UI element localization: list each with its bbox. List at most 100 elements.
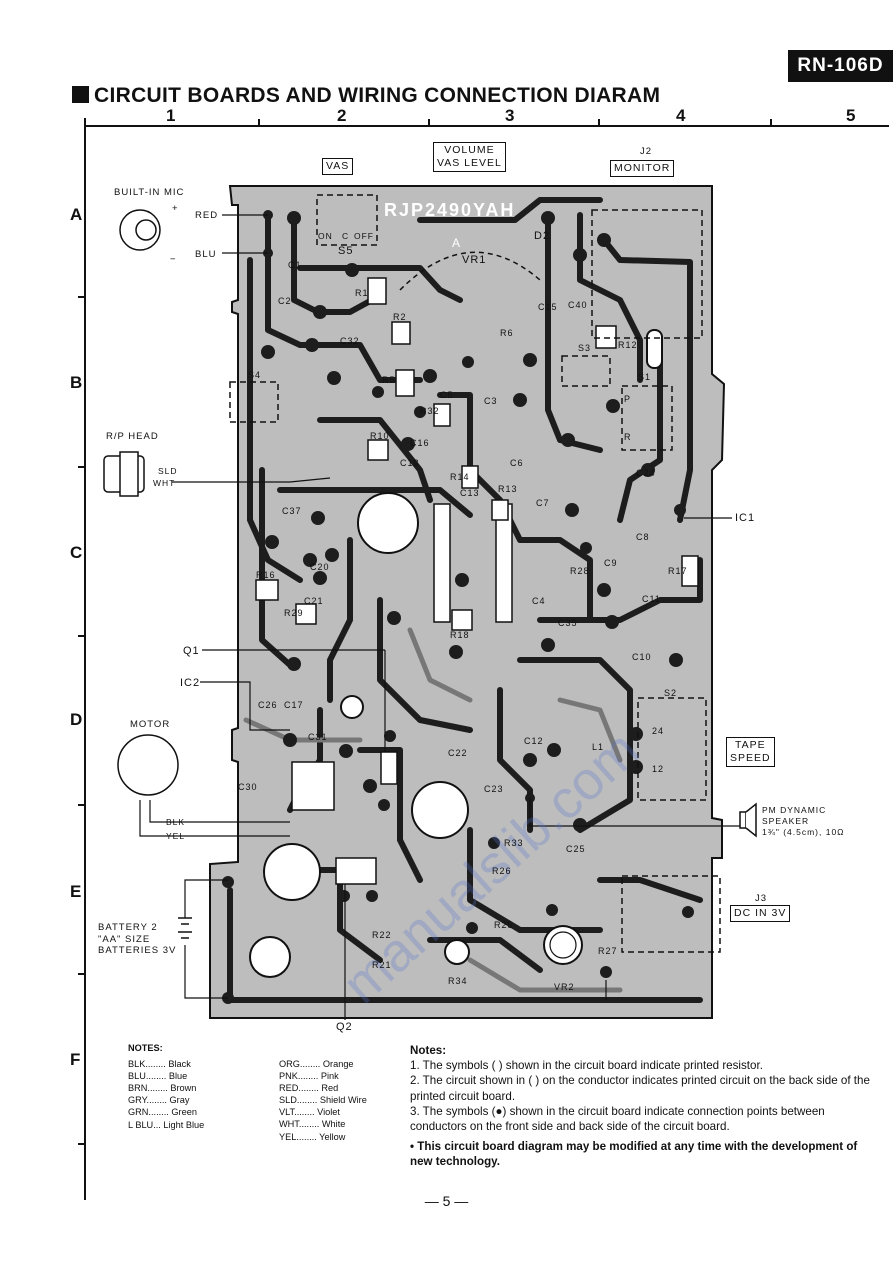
color-code-item: WHT........ White — [279, 1119, 346, 1130]
ref-c20: C20 — [310, 562, 330, 572]
row-tick — [78, 466, 86, 468]
battery-label-line2: "AA" SIZE — [98, 934, 151, 945]
mic-minus-sign: − — [170, 254, 177, 265]
motor-blk-wire: BLK — [166, 817, 186, 827]
ref-r33: R33 — [504, 838, 524, 848]
j3-label: J3 — [755, 893, 768, 904]
switch-label-c: C — [342, 231, 350, 241]
ref-c7: C7 — [536, 498, 550, 508]
speaker-label-line2: SPEAKER — [762, 816, 810, 826]
note-item: 3. The symbols (●) shown in the circuit … — [410, 1104, 825, 1134]
color-code-item: BRN........ Brown — [128, 1083, 197, 1094]
ref-r27: R27 — [598, 946, 618, 956]
ref-r17: R17 — [668, 566, 688, 576]
ref-c1: C1 — [288, 260, 302, 270]
monitor-label: MONITOR — [610, 160, 675, 177]
ref-c3: C3 — [484, 396, 498, 406]
switch-outlines — [229, 194, 721, 953]
ref-s2: S2 — [664, 688, 678, 698]
ref-c25: C25 — [566, 844, 586, 854]
mic-red-wire: RED — [195, 210, 219, 221]
ref-c10: C10 — [632, 652, 652, 662]
ref-r28: R28 — [570, 566, 590, 576]
row-letter: D — [70, 710, 83, 729]
ref-c6: C6 — [510, 458, 524, 468]
color-code-item: L BLU... Light Blue — [128, 1119, 205, 1130]
board-mark-a: A — [452, 236, 462, 250]
ref-c24: C24 — [636, 468, 656, 478]
notes-colors-title: NOTES: — [128, 1043, 163, 1053]
color-code-item: BLK........ Black — [128, 1059, 191, 1070]
mic-plus-sign: + — [172, 203, 179, 214]
title-square-icon — [72, 86, 89, 103]
vas-label: VAS — [322, 158, 354, 175]
q1-label: Q1 — [183, 645, 200, 657]
ref-c35: C35 — [558, 618, 578, 628]
switch-label-on: ON — [318, 231, 333, 241]
head-sld-wire: SLD — [158, 466, 178, 476]
ref-r26: R26 — [492, 866, 512, 876]
ref-c40: C40 — [568, 300, 588, 310]
column-number: 2 — [337, 106, 347, 125]
ref-r29: R29 — [284, 608, 304, 618]
col-tick — [598, 119, 600, 126]
color-code-item: PNK........ Pink — [279, 1071, 339, 1082]
ref-c22: C22 — [448, 748, 468, 758]
ref-r6: R6 — [500, 328, 514, 338]
ref-d2: D2 — [534, 230, 551, 242]
ref-l1: L1 — [592, 742, 605, 752]
ref-r13: R13 — [498, 484, 518, 494]
builtin-mic-label: BUILT-IN MIC — [114, 187, 185, 198]
column-ruler — [84, 125, 889, 127]
column-number: 1 — [166, 106, 176, 125]
speaker-icon — [739, 802, 757, 838]
rp-head-label: R/P HEAD — [106, 431, 159, 442]
color-code-notes-2: ORG........ Orange PNK........ Pink RED.… — [279, 1058, 367, 1143]
component-bodies — [255, 277, 699, 885]
battery-icon — [178, 917, 192, 939]
j2-label: J2 — [640, 146, 653, 157]
head-wht-wire: WHT — [153, 478, 176, 488]
ref-c17: C17 — [284, 700, 304, 710]
ref-r10: R10 — [370, 431, 390, 441]
ref-r25: R25 — [494, 920, 514, 930]
column-number: 3 — [505, 106, 515, 125]
rp-head-icon — [103, 451, 145, 497]
ref-c30: C30 — [238, 782, 258, 792]
ref-c8: C8 — [636, 532, 650, 542]
motor-label: MOTOR — [130, 719, 171, 730]
ref-c15: C15 — [538, 302, 558, 312]
ref-c26: C26 — [258, 700, 278, 710]
tape-speed-line2: SPEED — [730, 752, 771, 764]
q2-label: Q2 — [336, 1021, 353, 1033]
ref-c5: C5 — [440, 390, 454, 400]
color-code-item: YEL........ Yellow — [279, 1131, 346, 1142]
ic1-label: IC1 — [735, 512, 756, 524]
ref-c32: C32 — [340, 336, 360, 346]
color-code-item: SLD........ Shield Wire — [279, 1095, 367, 1106]
row-letter: B — [70, 373, 83, 392]
ref-s1: S1 — [638, 372, 652, 382]
page-number: — 5 — — [424, 1193, 469, 1209]
color-code-item: BLU........ Blue — [128, 1071, 188, 1082]
color-code-item: GRN........ Green — [128, 1107, 197, 1118]
tape-speed-line1: TAPE — [734, 739, 766, 751]
page-title: CIRCUIT BOARDS AND WIRING CONNECTION DIA… — [72, 84, 660, 108]
transistor-outlines — [549, 931, 577, 959]
ref-r1: R1 — [355, 288, 369, 298]
color-code-item: ORG........ Orange — [279, 1059, 354, 1069]
volume-label-line2: VAS LEVEL — [437, 157, 502, 169]
microphone-icon — [119, 209, 161, 251]
ref-c37: C37 — [282, 506, 302, 516]
note-item: 2. The circuit shown in ( ) on the condu… — [410, 1074, 870, 1103]
row-tick — [78, 973, 86, 975]
row-letter: C — [70, 543, 83, 562]
battery-label-line1: BATTERY 2 — [98, 922, 158, 933]
col-tick — [428, 119, 430, 126]
speaker-label-line1: PM DYNAMIC — [762, 805, 827, 815]
ref-s5: S5 — [338, 245, 354, 257]
color-code-item: RED........ Red — [279, 1083, 339, 1094]
ref-c4: C4 — [532, 596, 546, 606]
row-tick — [78, 1143, 86, 1145]
